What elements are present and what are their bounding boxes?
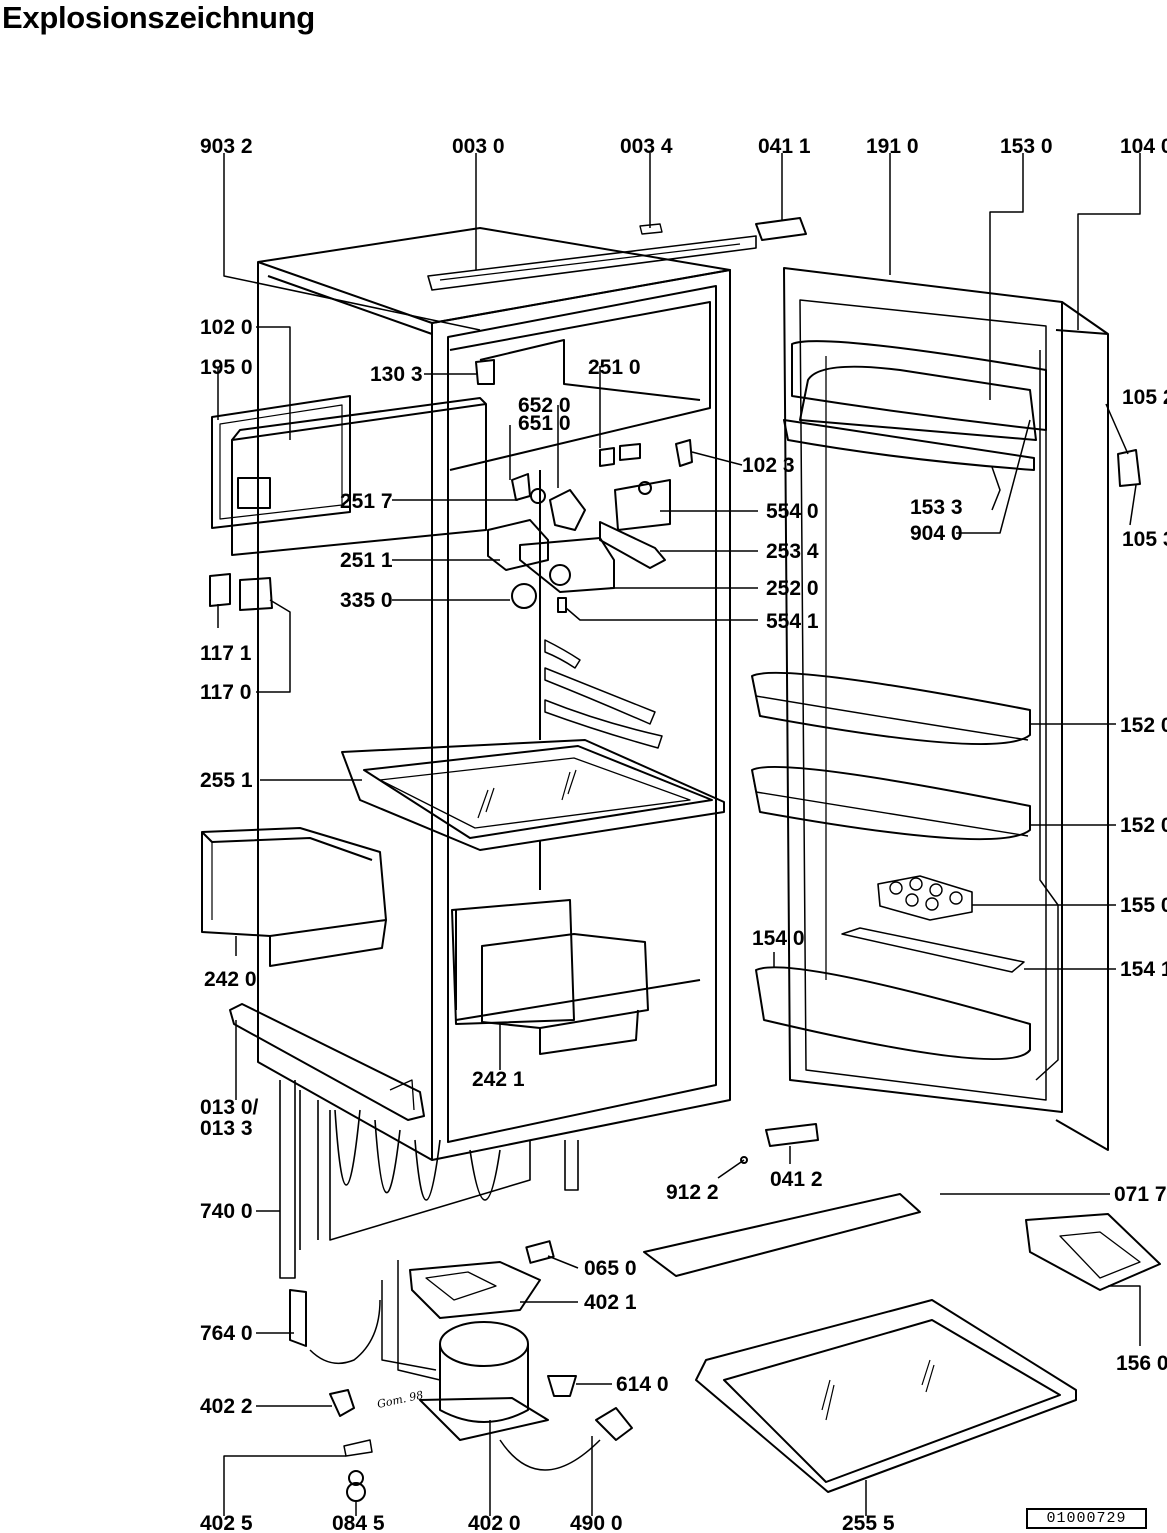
- part-label: 912 2: [666, 1181, 719, 1204]
- part-label: 252 0: [766, 577, 819, 600]
- part-label: 154 0: [752, 927, 805, 950]
- part-label: 102 3: [742, 454, 795, 477]
- part-label: 255 1: [200, 769, 253, 792]
- shelf-support-clips: [209, 573, 273, 611]
- document-number-box: 01000729: [1026, 1508, 1147, 1529]
- part-label: 013 0/: [200, 1096, 259, 1119]
- part-label: 554 0: [766, 500, 819, 523]
- part-label: 104 0: [1120, 135, 1167, 158]
- part-label: 117 1: [200, 642, 252, 665]
- part-label: 065 0: [584, 1257, 637, 1280]
- part-label: 041 2: [770, 1168, 823, 1191]
- part-label: 614 0: [616, 1373, 669, 1396]
- part-label: 152 0: [1120, 814, 1167, 837]
- part-label: 003 4: [620, 135, 673, 158]
- part-label: 251 1: [340, 549, 393, 572]
- compressor-assembly: [289, 1156, 748, 1502]
- leader-lines: [217, 153, 1141, 1516]
- part-label: 402 5: [200, 1512, 253, 1533]
- part-label: 402 0: [468, 1512, 521, 1533]
- part-label: 153 3: [910, 496, 963, 519]
- part-label: 130 3: [370, 363, 423, 386]
- part-labels: 903 2 003 0 003 4 041 1 191 0 153 0 104 …: [200, 135, 1167, 1533]
- part-label: 191 0: [866, 135, 919, 158]
- glass-shelf-lower: [695, 1299, 1077, 1493]
- vegetable-crisper-small: [451, 899, 649, 1055]
- part-label: 156 0: [1116, 1352, 1167, 1375]
- part-label: 554 1: [766, 610, 819, 633]
- part-label: 013 3: [200, 1117, 253, 1140]
- part-label: 242 1: [472, 1068, 525, 1091]
- part-label: 153 0: [1000, 135, 1053, 158]
- part-label: 105 2: [1122, 386, 1167, 409]
- part-label: 071 7: [1114, 1183, 1167, 1206]
- part-label: 102 0: [200, 316, 253, 339]
- part-label: 255 5: [842, 1512, 895, 1533]
- freezer-compartment-door: [211, 395, 487, 556]
- drafter-signature: Gom. 98: [376, 1388, 425, 1410]
- part-label: 652 0: [518, 394, 571, 417]
- part-label: 154 1: [1120, 958, 1167, 981]
- part-label: 003 0: [452, 135, 505, 158]
- part-label: 041 1: [758, 135, 811, 158]
- part-label: 152 0: [1120, 714, 1167, 737]
- part-label: 903 2: [200, 135, 253, 158]
- part-label: 490 0: [570, 1512, 623, 1533]
- page-title: Explosionszeichnung: [2, 0, 315, 35]
- part-label: 651 0: [518, 412, 571, 435]
- base-plate: [643, 1193, 921, 1277]
- part-label: 242 0: [204, 968, 257, 991]
- part-label: 084 5: [332, 1512, 385, 1533]
- door-hinges: [639, 217, 1141, 1147]
- part-label: 402 2: [200, 1395, 253, 1418]
- part-label: 740 0: [200, 1200, 253, 1223]
- vegetable-crisper-large: [201, 827, 387, 967]
- part-label: 402 1: [584, 1291, 637, 1314]
- part-label: 253 4: [766, 540, 819, 563]
- part-label: 117 0: [200, 681, 251, 704]
- part-label: 155 0: [1120, 894, 1167, 917]
- bottom-trim-strip: [229, 1003, 425, 1121]
- glass-shelf-upper: [341, 739, 725, 851]
- ice-cube-tray: [1025, 1213, 1161, 1291]
- cabinet-body: [257, 227, 757, 1279]
- part-label: 251 7: [340, 490, 393, 513]
- part-label: 195 0: [200, 356, 253, 379]
- part-label: 904 0: [910, 522, 963, 545]
- part-label: 335 0: [340, 589, 393, 612]
- fridge-door: [751, 267, 1109, 1151]
- part-label: 764 0: [200, 1322, 253, 1345]
- part-label: 105 3: [1122, 528, 1167, 551]
- part-label: 251 0: [588, 356, 641, 379]
- control-unit-parts: [475, 359, 693, 613]
